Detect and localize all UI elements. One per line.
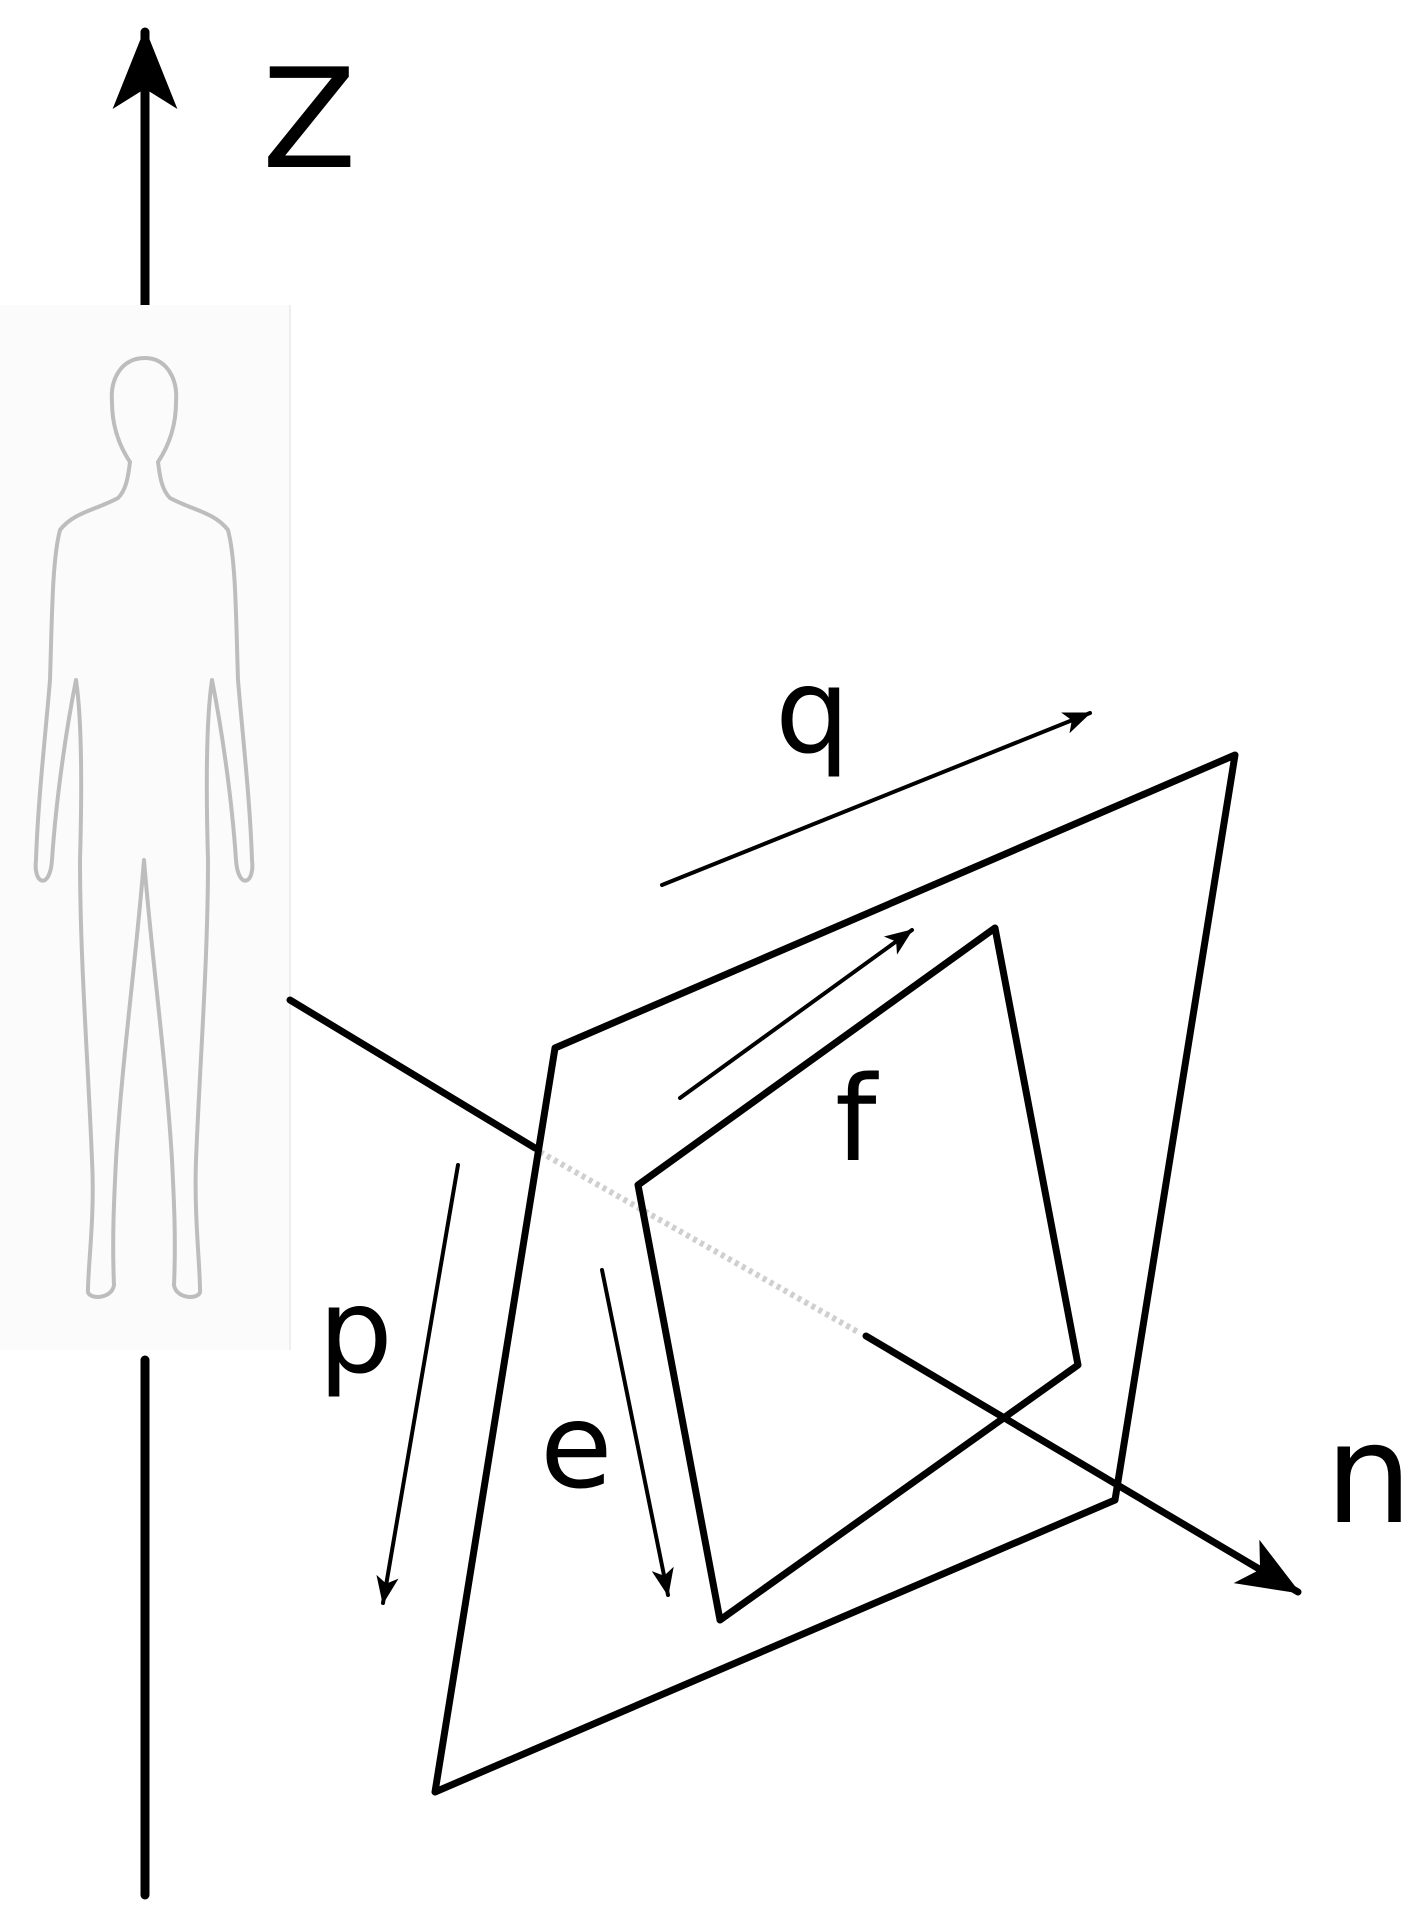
vector-e-label: e <box>540 1377 613 1515</box>
vector-e-arrow <box>600 1268 674 1597</box>
vector-p-label: p <box>318 1262 393 1400</box>
vector-f-arrow <box>678 928 914 1100</box>
z-axis-label: Z <box>262 39 357 200</box>
vector-f-label: f <box>835 1050 879 1188</box>
inner-plane <box>634 924 1082 1624</box>
normal-label: n <box>1325 1394 1412 1555</box>
vector-p-arrow <box>376 1163 460 1605</box>
hidden-normal-segment <box>538 1149 860 1335</box>
outer-plane <box>431 751 1239 1796</box>
body-connector-line <box>286 996 539 1152</box>
vector-q-arrow <box>660 711 1092 887</box>
normal-vector-n <box>862 1332 1302 1596</box>
vector-q-label: q <box>775 642 850 780</box>
human-body-silhouette-icon <box>0 305 291 1350</box>
